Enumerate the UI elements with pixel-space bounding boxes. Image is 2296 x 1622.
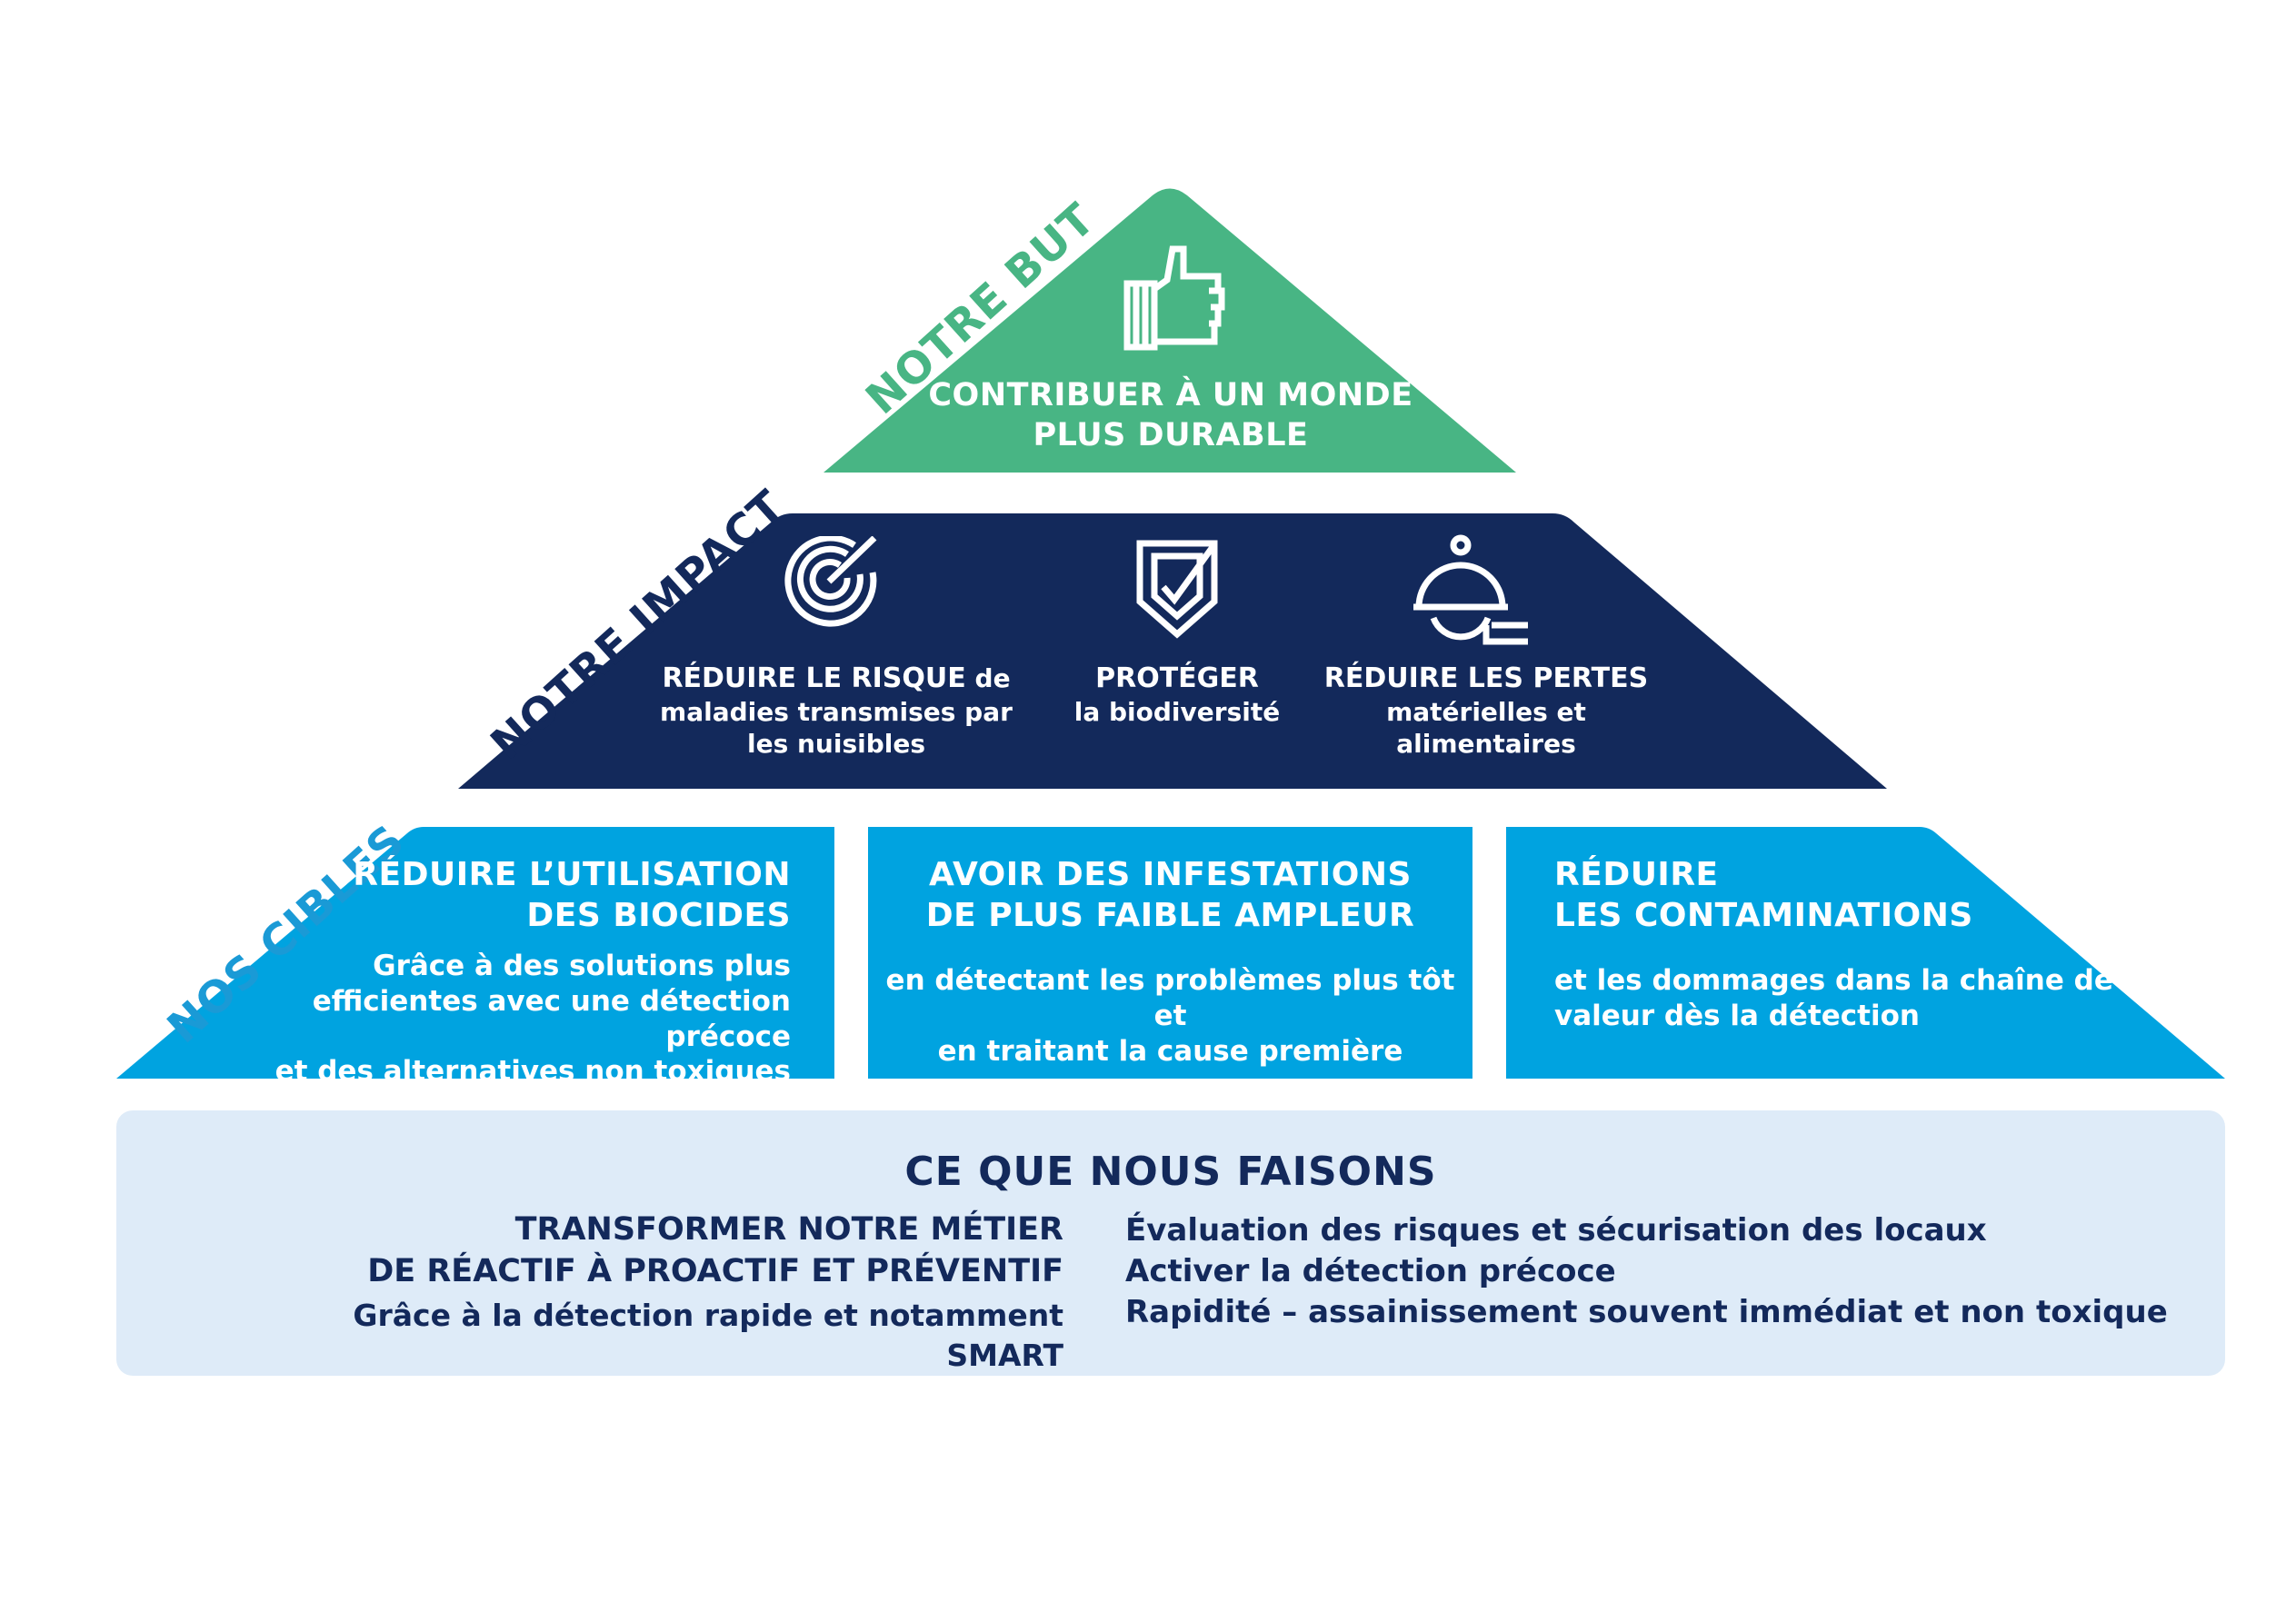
base-left-line1: TRANSFORMER NOTRE MÉTIER xyxy=(514,1211,1063,1248)
impact-item-risk-title: RÉDUIRE LE RISQUE xyxy=(662,662,966,694)
impact-item-protect-title: PROTÉGER xyxy=(1095,662,1259,694)
impact-item-risk-line2: maladies transmises par xyxy=(660,696,1013,727)
target-contaminations-desc-line1: et les dommages dans la chaîne de xyxy=(1554,964,2113,997)
target-contaminations: RÉDUIRE LES CONTAMINATIONS et les dommag… xyxy=(1554,854,2136,1034)
impact-item-risk-title-line: RÉDUIRE LE RISQUE de xyxy=(654,662,1018,696)
target-infestations: AVOIR DES INFESTATIONS DE PLUS FAIBLE AM… xyxy=(868,854,1472,1069)
base-left-line2: DE RÉACTIF À PROACTIF ET PRÉVENTIF xyxy=(367,1253,1063,1290)
target-biocides-desc-line2: efficientes avec une détection précoce xyxy=(312,984,791,1053)
base-panel xyxy=(116,1110,2225,1376)
impact-item-protect-line2: la biodiversité xyxy=(1073,696,1281,727)
shield-icon xyxy=(1136,540,1218,639)
base-right-item: Rapidité – assainissement souvent immédi… xyxy=(1125,1294,2168,1331)
base-right: Évaluation des risques et sécurisation d… xyxy=(1125,1210,2171,1334)
target-contaminations-title-line1: RÉDUIRE xyxy=(1554,856,1719,893)
target-contaminations-title-line2: LES CONTAMINATIONS xyxy=(1554,897,1973,934)
target-panel-right xyxy=(1506,827,2225,1079)
impact-item-risk-title-suffix: de xyxy=(965,663,1011,693)
base-left-line3: Grâce à la détection rapide et notamment… xyxy=(353,1298,1063,1373)
target-biocides-desc-line3: et des alternatives non toxiques xyxy=(275,1055,791,1089)
goal-text: CONTRIBUER À UN MONDE PLUS DURABLE xyxy=(909,376,1433,456)
goal-text-line1: CONTRIBUER À UN MONDE xyxy=(928,377,1413,413)
target-infestations-title-line1: AVOIR DES INFESTATIONS xyxy=(929,856,1412,893)
target-icon xyxy=(784,536,877,627)
target-biocides-desc-line1: Grâce à des solutions plus xyxy=(373,950,791,982)
base-right-item: Évaluation des risques et sécurisation d… xyxy=(1125,1212,1987,1249)
impact-item-losses-title: RÉDUIRE LES PERTES xyxy=(1323,662,1649,694)
target-biocides-title-line1: RÉDUIRE L’UTILISATION xyxy=(353,856,791,893)
impact-item-losses-line3: alimentaires xyxy=(1396,728,1576,759)
target-panel-middle xyxy=(868,827,1472,1079)
target-biocides: RÉDUIRE L’UTILISATION DES BIOCIDES Grâce… xyxy=(209,854,791,1090)
target-biocides-title-line2: DES BIOCIDES xyxy=(526,897,791,934)
target-infestations-title-line2: DE PLUS FAIBLE AMPLEUR xyxy=(925,897,1415,934)
base-right-item: Activer la détection précoce xyxy=(1125,1253,1616,1290)
target-panel-left xyxy=(116,827,834,1079)
target-infestations-desc-line2: en traitant la cause première xyxy=(937,1034,1403,1068)
impact-item-protect: PROTÉGER la biodiversité xyxy=(1013,662,1341,728)
cloche-icon xyxy=(1413,534,1528,645)
thumbs-up-icon xyxy=(1123,245,1225,351)
goal-text-line2: PLUS DURABLE xyxy=(1033,416,1309,453)
target-infestations-desc-line1: en détectant les problèmes plus tôt et xyxy=(885,964,1455,1032)
base-left: TRANSFORMER NOTRE MÉTIER DE RÉACTIF À PR… xyxy=(227,1209,1063,1375)
impact-item-risk: RÉDUIRE LE RISQUE de maladies transmises… xyxy=(654,662,1018,760)
target-contaminations-desc-line2: valeur dès la détection xyxy=(1554,999,1920,1032)
impact-item-risk-line3: les nuisibles xyxy=(746,728,926,759)
base-title: CE QUE NOUS FAISONS xyxy=(904,1149,1437,1195)
goal-triangle xyxy=(824,188,1516,473)
impact-item-losses: RÉDUIRE LES PERTES matérielles et alimen… xyxy=(1318,662,1654,760)
impact-item-losses-line2: matérielles et xyxy=(1386,696,1586,727)
